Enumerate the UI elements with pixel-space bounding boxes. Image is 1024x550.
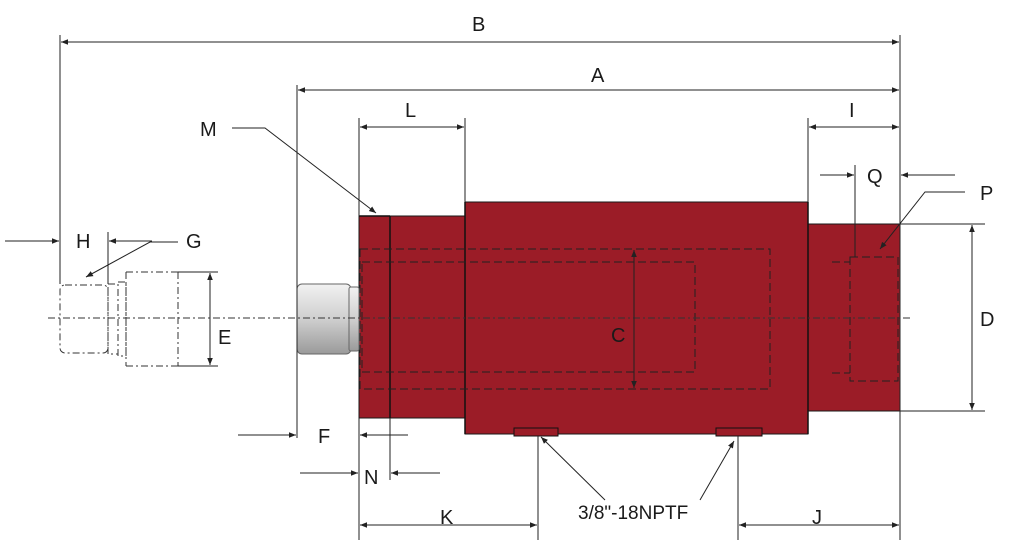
- label-d: D: [980, 309, 994, 331]
- label-f: F: [318, 426, 330, 448]
- front-collar: [358, 215, 468, 419]
- port-thread-note: 3/8"-18NPTF: [578, 503, 688, 524]
- dimension-labels: B A L I M Q P H G D C E F N K J 3/8"-18N…: [76, 14, 994, 529]
- label-l: L: [405, 100, 416, 122]
- plunger-extended-phantom: [59, 271, 179, 367]
- label-g: G: [186, 231, 202, 253]
- port-left: [513, 427, 559, 437]
- label-q: Q: [867, 166, 883, 188]
- plunger: [296, 283, 360, 355]
- label-k: K: [440, 507, 454, 529]
- dimension-lines: [5, 39, 975, 528]
- label-c: C: [611, 325, 625, 347]
- label-a: A: [591, 65, 605, 87]
- label-i: I: [849, 100, 855, 122]
- label-p: P: [980, 183, 993, 205]
- label-j: J: [812, 507, 822, 529]
- port-right: [715, 427, 763, 437]
- label-b: B: [472, 14, 485, 36]
- label-n: N: [364, 467, 378, 489]
- leader-lines: [85, 127, 965, 501]
- label-e: E: [218, 327, 231, 349]
- label-h: H: [76, 231, 90, 253]
- label-m: M: [200, 119, 217, 141]
- extension-lines: [59, 35, 985, 540]
